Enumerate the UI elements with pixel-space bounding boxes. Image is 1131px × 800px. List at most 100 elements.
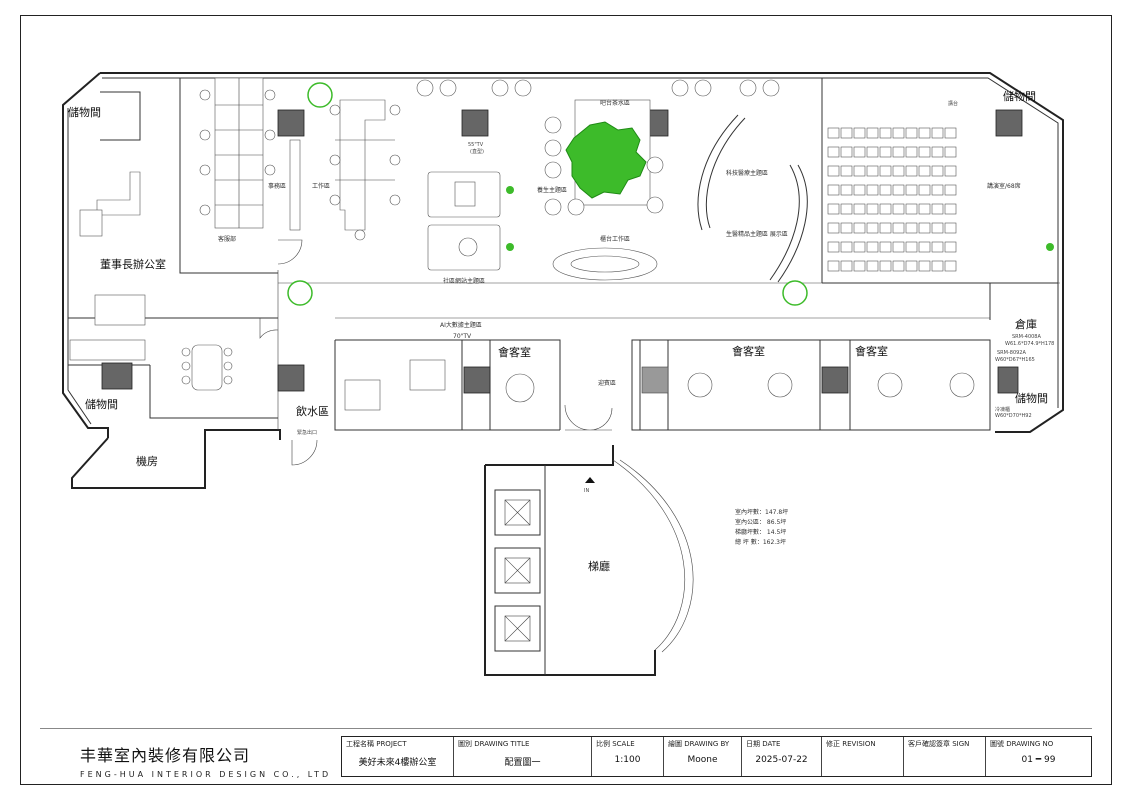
tv-label: 70"TV [453,333,472,340]
lecture-seat [827,260,840,272]
partitions [68,78,1058,676]
company-block: 丰華室內裝修有限公司 FENG-HUA INTERIOR DESIGN CO.,… [80,742,331,779]
elevator [494,547,541,594]
area-total: 總 坪 數：162.3坪 [735,538,786,546]
lecture-seat [866,184,879,196]
entrance-label: IN [584,488,589,494]
plant-pot [506,186,514,194]
column [277,109,305,137]
lecture-seat [840,127,853,139]
drawn-cell: 繪圖 DRAWING BY Moone [664,737,742,776]
lecture-seat [905,222,918,234]
lecture-seat [892,184,905,196]
lecture-seat [944,146,957,158]
lecture-seat [827,203,840,215]
lecture-seat [905,127,918,139]
lecture-seat [879,222,892,234]
room-label: 養生主題區 [537,186,567,194]
lecture-seat [931,146,944,158]
lecture-seat [840,146,853,158]
door-swing [291,439,318,466]
plant-cluster [287,82,1054,306]
lecture-seat [944,165,957,177]
lecture-seat [827,165,840,177]
plant-pot [1046,243,1054,251]
lecture-seat [840,260,853,272]
elevators [494,489,541,652]
column [461,109,489,137]
lecture-seat [892,127,905,139]
room-label: 事務區 [268,182,286,190]
room-label: 客服部 [218,235,236,243]
lecture-seat [853,260,866,272]
number-value: 01 ━ 99 [1021,755,1056,765]
drawing-frame [20,15,1112,785]
title-cell: 圖別 DRAWING TITLE 配置圖一 [454,737,592,776]
column [641,366,669,394]
date-label: 日期 DATE [746,740,781,748]
company-name-zh: 丰華室內裝修有限公司 [80,746,251,765]
meeting-tables [344,359,975,411]
lecture-seat [879,146,892,158]
lecture-seat [827,184,840,196]
scale-label: 比例 SCALE [596,740,635,748]
room-label: 會客室 [732,344,765,358]
spec-label: 冷凍櫃 [995,406,1010,413]
column [101,362,133,390]
columns [101,109,1023,394]
lecture-seat [918,146,931,158]
room-label: 講演室/68席 [987,182,1021,190]
lecture-seat [892,203,905,215]
lecture-seat [918,184,931,196]
tv-note: (直型) [470,148,484,155]
lecture-seat [905,203,918,215]
lecture-seat [944,260,957,272]
date-value: 2025-07-22 [755,755,808,765]
lecture-seat [853,165,866,177]
plant-pot [307,82,333,108]
lecture-seat [879,241,892,253]
lecture-seat [918,260,931,272]
lecture-seat [827,127,840,139]
spec-label: SRM-8092A [997,350,1026,356]
door-swing [277,239,303,265]
lecture-seat [944,241,957,253]
room-label: 飲水區 [296,404,329,418]
scale-value: 1:100 [614,755,641,765]
doors [259,239,613,466]
tv-label: 55"TV [468,142,484,148]
lecture-seat [827,241,840,253]
plant-pot [506,243,514,251]
spec-label: SRM-4008A [1012,334,1041,340]
date-cell: 日期 DATE 2025-07-22 [742,737,822,776]
service-desks [199,77,301,231]
room-label: 迎賓區 [598,379,616,387]
room-label: 會客室 [855,344,888,358]
chairman-furniture [69,171,233,391]
elevator [494,605,541,652]
lecture-seat [944,222,957,234]
project-value: 美好未來4樓辦公室 [358,758,437,768]
lecture-seat [944,127,957,139]
lecture-seat [905,184,918,196]
column [995,109,1023,137]
room-label: 科技醫療主題區 [726,169,768,177]
lecture-seat [905,165,918,177]
door-swing [589,407,613,431]
lecture-seat [866,222,879,234]
area-common: 室內公區： 86.5坪 [735,518,786,526]
room-label: 梯廳 [588,559,610,573]
area-indoor: 室內坪數：147.8坪 [735,508,788,516]
project-cell: 工程名稱 PROJECT 美好未來4樓辦公室 [342,737,454,776]
community-sofas [427,171,501,271]
display-walls [697,114,808,283]
spec-label: W60*D70*H92 [995,413,1032,419]
room-labels: 儲物間 儲物間 儲物間 儲物間 董事長辦公室 客服部 事務區 工作區 吧台茶水區… [68,89,1054,573]
lecture-seat [866,241,879,253]
lecture-seat [918,203,931,215]
room-label: 生醫精品主題區 展示區 [726,230,788,238]
lecture-seat [827,222,840,234]
entrance-arrow-icon [585,477,595,483]
room-label: 會客室 [498,345,531,359]
